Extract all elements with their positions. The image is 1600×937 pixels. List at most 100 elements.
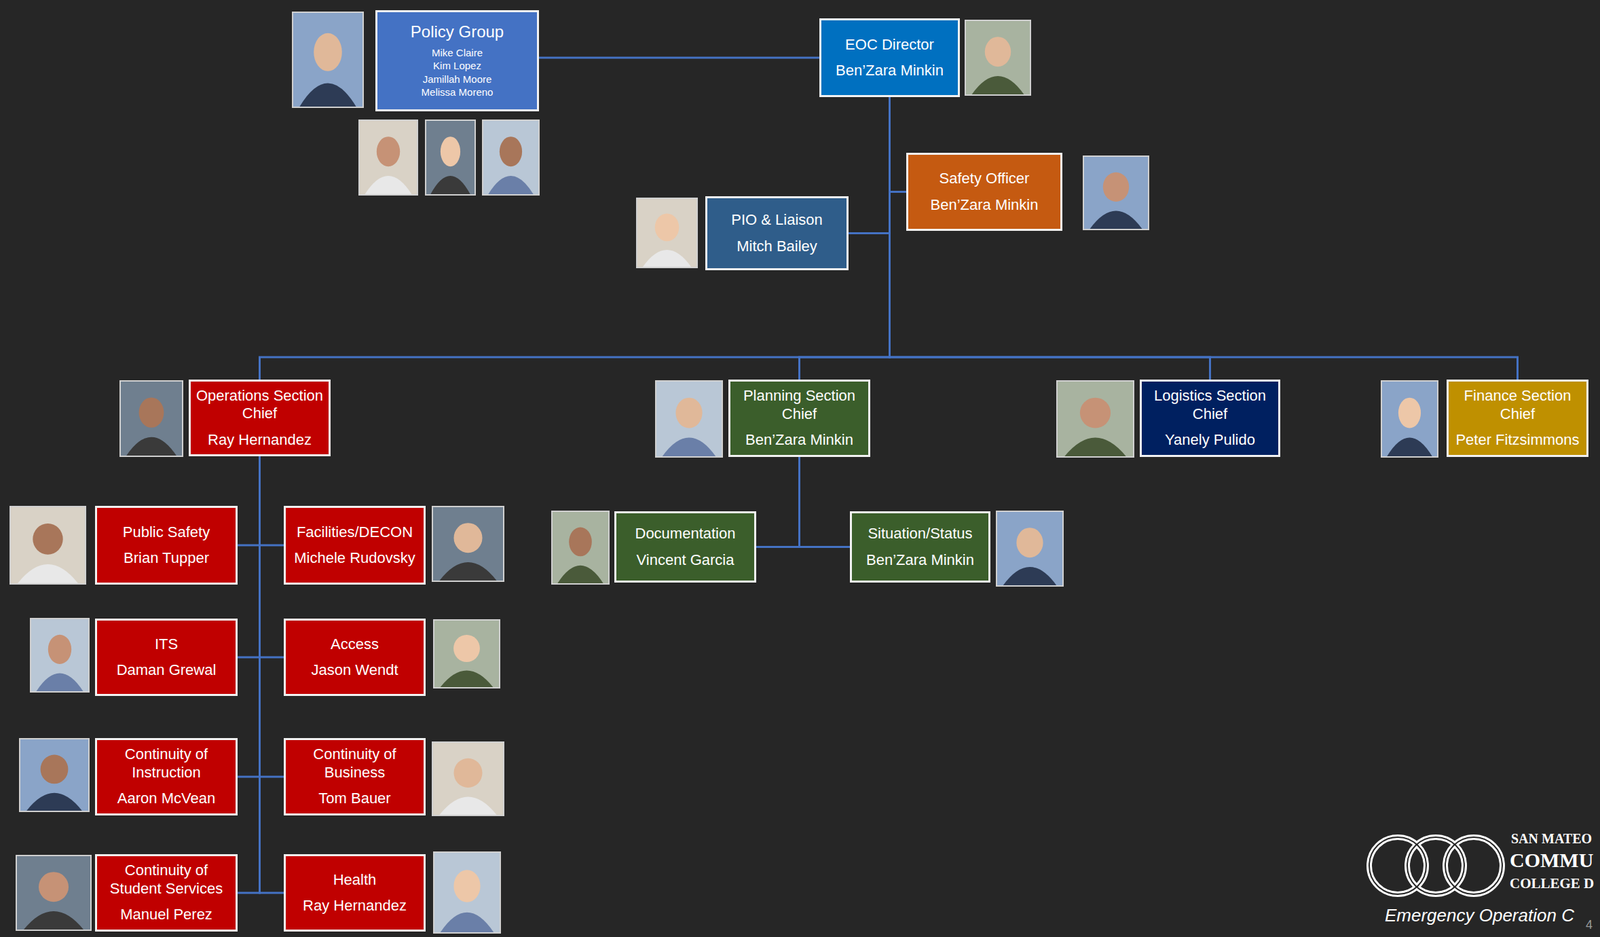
photo-head bbox=[1398, 397, 1421, 429]
photo-body bbox=[1090, 211, 1143, 230]
org-connector bbox=[237, 456, 260, 546]
org-box: Public SafetyBrian Tupper bbox=[95, 505, 238, 585]
photo-frame bbox=[482, 120, 539, 195]
person-name: Jamillah Moore bbox=[381, 72, 533, 87]
person-name: Ben’Zara Minkin bbox=[734, 431, 865, 449]
logo-text: COMMU bbox=[1509, 848, 1594, 873]
role-title: Facilities/DECON bbox=[289, 523, 420, 542]
photo-head bbox=[499, 136, 523, 167]
portrait-photo bbox=[19, 738, 89, 812]
photo-body bbox=[1003, 566, 1057, 586]
person-name: Michele Rudovsky bbox=[289, 549, 420, 567]
role-title: Operations Section Chief bbox=[194, 386, 325, 423]
photo-body bbox=[36, 673, 84, 692]
photo-body bbox=[299, 83, 356, 108]
photo-head bbox=[40, 754, 69, 785]
portrait-photo bbox=[965, 20, 1031, 96]
logo-ring bbox=[1407, 836, 1465, 895]
page-number: 4 bbox=[1585, 917, 1593, 933]
portrait-photo bbox=[433, 619, 500, 688]
photo-body bbox=[488, 175, 533, 195]
photo-body bbox=[642, 249, 692, 267]
photo-body bbox=[439, 562, 497, 581]
portrait-photo bbox=[425, 120, 476, 195]
org-box: Facilities/DECON Michele Rudovsky bbox=[283, 505, 426, 585]
photo-head bbox=[1080, 397, 1111, 429]
portrait-photo bbox=[636, 198, 698, 268]
portrait-photo bbox=[1083, 156, 1149, 230]
org-box: EOC DirectorBen’Zara Minkin bbox=[819, 18, 960, 98]
portrait-photo bbox=[551, 511, 609, 584]
org-box: Continuity of Student ServicesManuel Per… bbox=[95, 853, 238, 932]
role-title: Health bbox=[289, 870, 420, 889]
photo-body bbox=[439, 796, 497, 816]
footer-text: Emergency Operation C bbox=[1384, 905, 1575, 926]
person-name: Vincent Garcia bbox=[620, 551, 751, 569]
photo-head bbox=[440, 136, 461, 167]
photo-frame bbox=[19, 738, 89, 812]
role-title: Planning Section Chief bbox=[734, 386, 865, 423]
person-name: Ray Hernandez bbox=[289, 896, 420, 915]
portrait-photo bbox=[432, 741, 504, 816]
photo-head bbox=[454, 522, 483, 553]
org-connector bbox=[799, 456, 851, 548]
photo-frame bbox=[655, 380, 723, 457]
role-title: EOC Director bbox=[825, 35, 954, 54]
org-connector bbox=[538, 57, 820, 60]
person-name: Ben’Zara Minkin bbox=[912, 196, 1057, 214]
logo-ring bbox=[1369, 836, 1427, 895]
photo-frame bbox=[432, 506, 504, 582]
portrait-photo bbox=[655, 380, 723, 457]
org-box: AccessJason Wendt bbox=[283, 618, 426, 696]
connector-group bbox=[237, 57, 1518, 893]
logo-text: COLLEGE D bbox=[1509, 875, 1594, 892]
org-box: ITSDaman Grewal bbox=[95, 618, 238, 696]
photo-frame bbox=[636, 198, 698, 268]
photo-frame bbox=[292, 12, 364, 108]
logo-text: SAN MATEO bbox=[1511, 830, 1592, 847]
role-title: Policy Group bbox=[381, 22, 533, 43]
photo-body bbox=[17, 564, 79, 584]
photo-frame bbox=[10, 506, 86, 584]
org-connector bbox=[237, 456, 260, 658]
org-box: PIO & LiaisonMitch Bailey bbox=[705, 196, 849, 271]
org-box: Continuity of BusinessTom Bauer bbox=[283, 737, 426, 816]
org-connector bbox=[259, 456, 285, 893]
role-title: Continuity of Business bbox=[289, 745, 420, 782]
logo-ring bbox=[1445, 836, 1503, 895]
photo-frame bbox=[551, 511, 609, 584]
portrait-photo bbox=[10, 506, 86, 584]
photo-head bbox=[1016, 527, 1043, 558]
person-name: Ben’Zara Minkin bbox=[856, 551, 985, 569]
role-title: Public Safety bbox=[101, 523, 232, 542]
person-name: Aaron McVean bbox=[101, 789, 232, 808]
role-title: Continuity of Instruction bbox=[101, 745, 232, 782]
logo-ring bbox=[1407, 836, 1465, 895]
person-name: Ray Hernandez bbox=[194, 431, 325, 449]
photo-frame bbox=[359, 120, 418, 195]
person-name: Daman Grewal bbox=[101, 661, 232, 679]
org-connector bbox=[259, 456, 285, 546]
org-box: Policy GroupMike ClaireKim LopezJamillah… bbox=[375, 10, 539, 112]
person-name: Yanely Pulido bbox=[1145, 431, 1275, 449]
photo-head bbox=[675, 397, 702, 429]
person-name: Jason Wendt bbox=[289, 661, 420, 679]
photo-body bbox=[662, 437, 716, 457]
portrait-photo bbox=[1056, 380, 1134, 457]
photo-head bbox=[1103, 172, 1129, 202]
person-name: Melissa Moreno bbox=[381, 85, 533, 100]
photo-frame bbox=[432, 741, 504, 816]
role-title: Safety Officer bbox=[912, 169, 1057, 188]
photo-frame bbox=[1381, 380, 1438, 457]
role-title: Continuity of Student Services bbox=[101, 861, 232, 898]
photo-frame bbox=[1056, 380, 1134, 457]
role-title: Access bbox=[289, 635, 420, 654]
person-name: Ben’Zara Minkin bbox=[825, 61, 954, 80]
portrait-photo bbox=[16, 855, 91, 930]
org-connector bbox=[237, 456, 260, 893]
photo-head bbox=[568, 527, 592, 557]
org-connector bbox=[889, 97, 1518, 380]
photo-group bbox=[10, 12, 1438, 933]
